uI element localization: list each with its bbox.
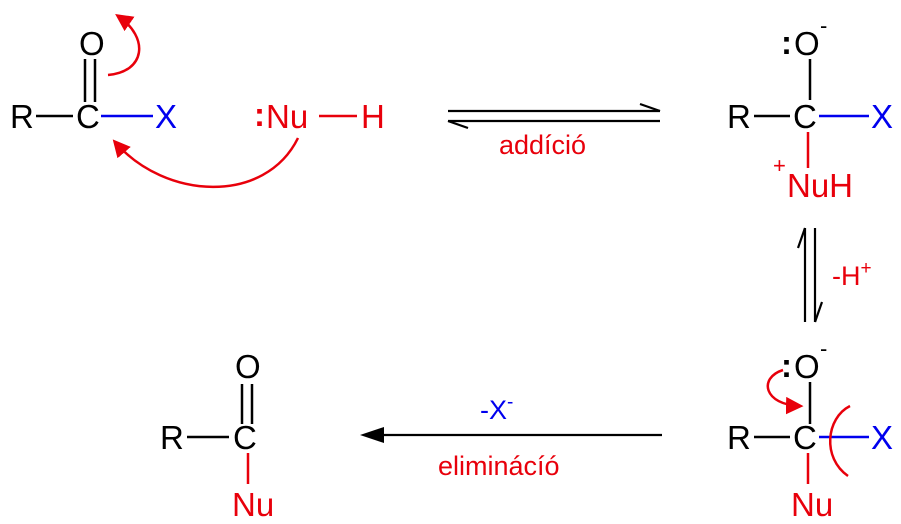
- atom-nu: Nu: [266, 98, 308, 135]
- charge-minus: -: [820, 336, 827, 361]
- atom-h: H: [361, 98, 385, 135]
- lone-pair: :: [781, 24, 792, 61]
- curved-arrow-icon: [107, 14, 141, 77]
- atom-c: C: [233, 419, 257, 456]
- equilibrium-arrows-icon: [447, 102, 661, 130]
- atom-nu: Nu: [232, 486, 274, 523]
- group-nuh: NuH: [787, 167, 853, 204]
- atom-o-minus: O: [794, 25, 820, 62]
- equilibrium-arrows-icon: [796, 227, 824, 323]
- tetrahedral-intermediate-1: : O - R C X + NuH: [727, 13, 893, 204]
- atom-r: R: [727, 98, 751, 135]
- atom-r: R: [10, 98, 34, 135]
- atom-r: R: [727, 419, 751, 456]
- atom-c: C: [793, 419, 817, 456]
- atom-o: O: [235, 348, 261, 385]
- nucleophile: : Nu H: [112, 96, 385, 189]
- label-elimination: eliminácíó: [438, 451, 560, 481]
- atom-nu: Nu: [791, 486, 833, 523]
- label-deprotonation: -H+: [832, 258, 872, 291]
- charge-minus: -: [820, 13, 827, 38]
- nucleophile-lone-pair: :: [254, 96, 265, 133]
- atom-x: X: [871, 98, 893, 135]
- label-leaving-group: -X-: [480, 392, 513, 425]
- curved-arrow-icon: [112, 137, 300, 189]
- atom-o-minus: O: [794, 348, 820, 385]
- atom-c: C: [793, 98, 817, 135]
- atom-x: X: [871, 419, 893, 456]
- bond-cleavage-mark: [829, 404, 851, 478]
- charge-plus: +: [773, 153, 786, 178]
- lone-pair: :: [781, 347, 792, 384]
- reaction-arrow-icon: [360, 427, 662, 443]
- atom-x: X: [155, 98, 177, 135]
- atom-c: C: [76, 98, 100, 135]
- acyl-derivative-molecule: R C X O: [10, 14, 177, 135]
- atom-r: R: [160, 419, 184, 456]
- label-addition: addíció: [499, 130, 586, 160]
- product-molecule: O R C Nu: [160, 348, 274, 523]
- curved-arrow-icon: [766, 368, 804, 415]
- tetrahedral-intermediate-2: : O - R C X Nu: [727, 336, 893, 523]
- atom-o: O: [79, 25, 105, 62]
